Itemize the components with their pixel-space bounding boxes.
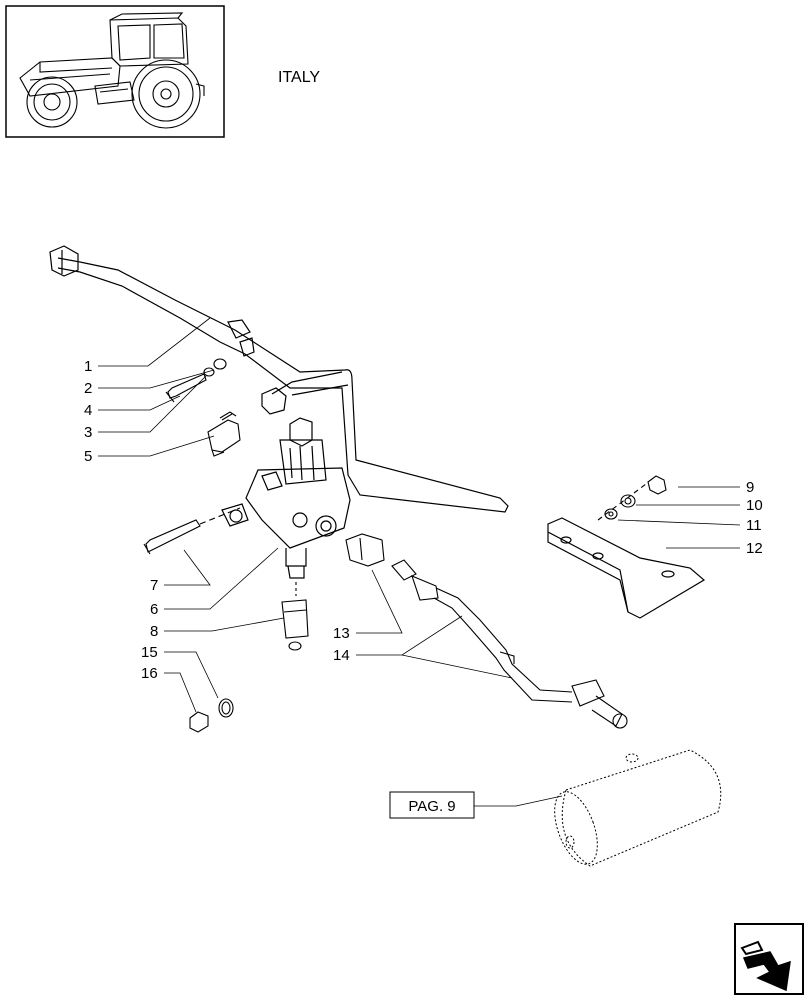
connector-and-hose bbox=[345, 533, 628, 729]
elbow-fitting bbox=[207, 411, 241, 457]
callout-7[interactable]: 7 bbox=[150, 577, 158, 594]
callout-14[interactable]: 14 bbox=[333, 647, 350, 664]
tractor-icon bbox=[19, 12, 205, 129]
leader-lines bbox=[98, 317, 741, 807]
callout-15[interactable]: 15 bbox=[141, 644, 158, 661]
callout-9[interactable]: 9 bbox=[746, 479, 754, 496]
callout-8[interactable]: 8 bbox=[150, 623, 158, 640]
tractor-thumbnail bbox=[5, 5, 225, 138]
long-bolt bbox=[143, 507, 241, 555]
filter-cartridge bbox=[281, 582, 309, 651]
hardware-set bbox=[165, 358, 227, 403]
air-pipe bbox=[49, 245, 509, 513]
callout-4[interactable]: 4 bbox=[84, 402, 92, 419]
next-page-button[interactable] bbox=[734, 923, 804, 995]
callout-13[interactable]: 13 bbox=[333, 625, 350, 642]
callout-16[interactable]: 16 bbox=[141, 665, 158, 682]
next-page-arrow-icon bbox=[740, 940, 791, 992]
callout-2[interactable]: 2 bbox=[84, 380, 92, 397]
mounting-bracket bbox=[547, 517, 706, 619]
page-reference-label[interactable]: PAG. 9 bbox=[408, 798, 455, 815]
callout-10[interactable]: 10 bbox=[746, 497, 763, 514]
callout-3[interactable]: 3 bbox=[84, 424, 92, 441]
callout-5[interactable]: 5 bbox=[84, 448, 92, 465]
nut-washers bbox=[597, 475, 667, 521]
callout-labels: 1 2 4 3 5 7 6 8 15 16 13 14 9 10 11 12 bbox=[84, 358, 763, 682]
callout-11[interactable]: 11 bbox=[746, 517, 762, 534]
country-label: ITALY bbox=[278, 69, 320, 86]
callout-6[interactable]: 6 bbox=[150, 601, 158, 618]
air-tank bbox=[554, 749, 722, 867]
regulator-valve bbox=[221, 417, 351, 579]
callout-1[interactable]: 1 bbox=[84, 358, 92, 375]
plug-and-oring bbox=[189, 698, 234, 733]
callout-12[interactable]: 12 bbox=[746, 540, 763, 557]
page-reference[interactable]: PAG. 9 bbox=[389, 791, 475, 819]
